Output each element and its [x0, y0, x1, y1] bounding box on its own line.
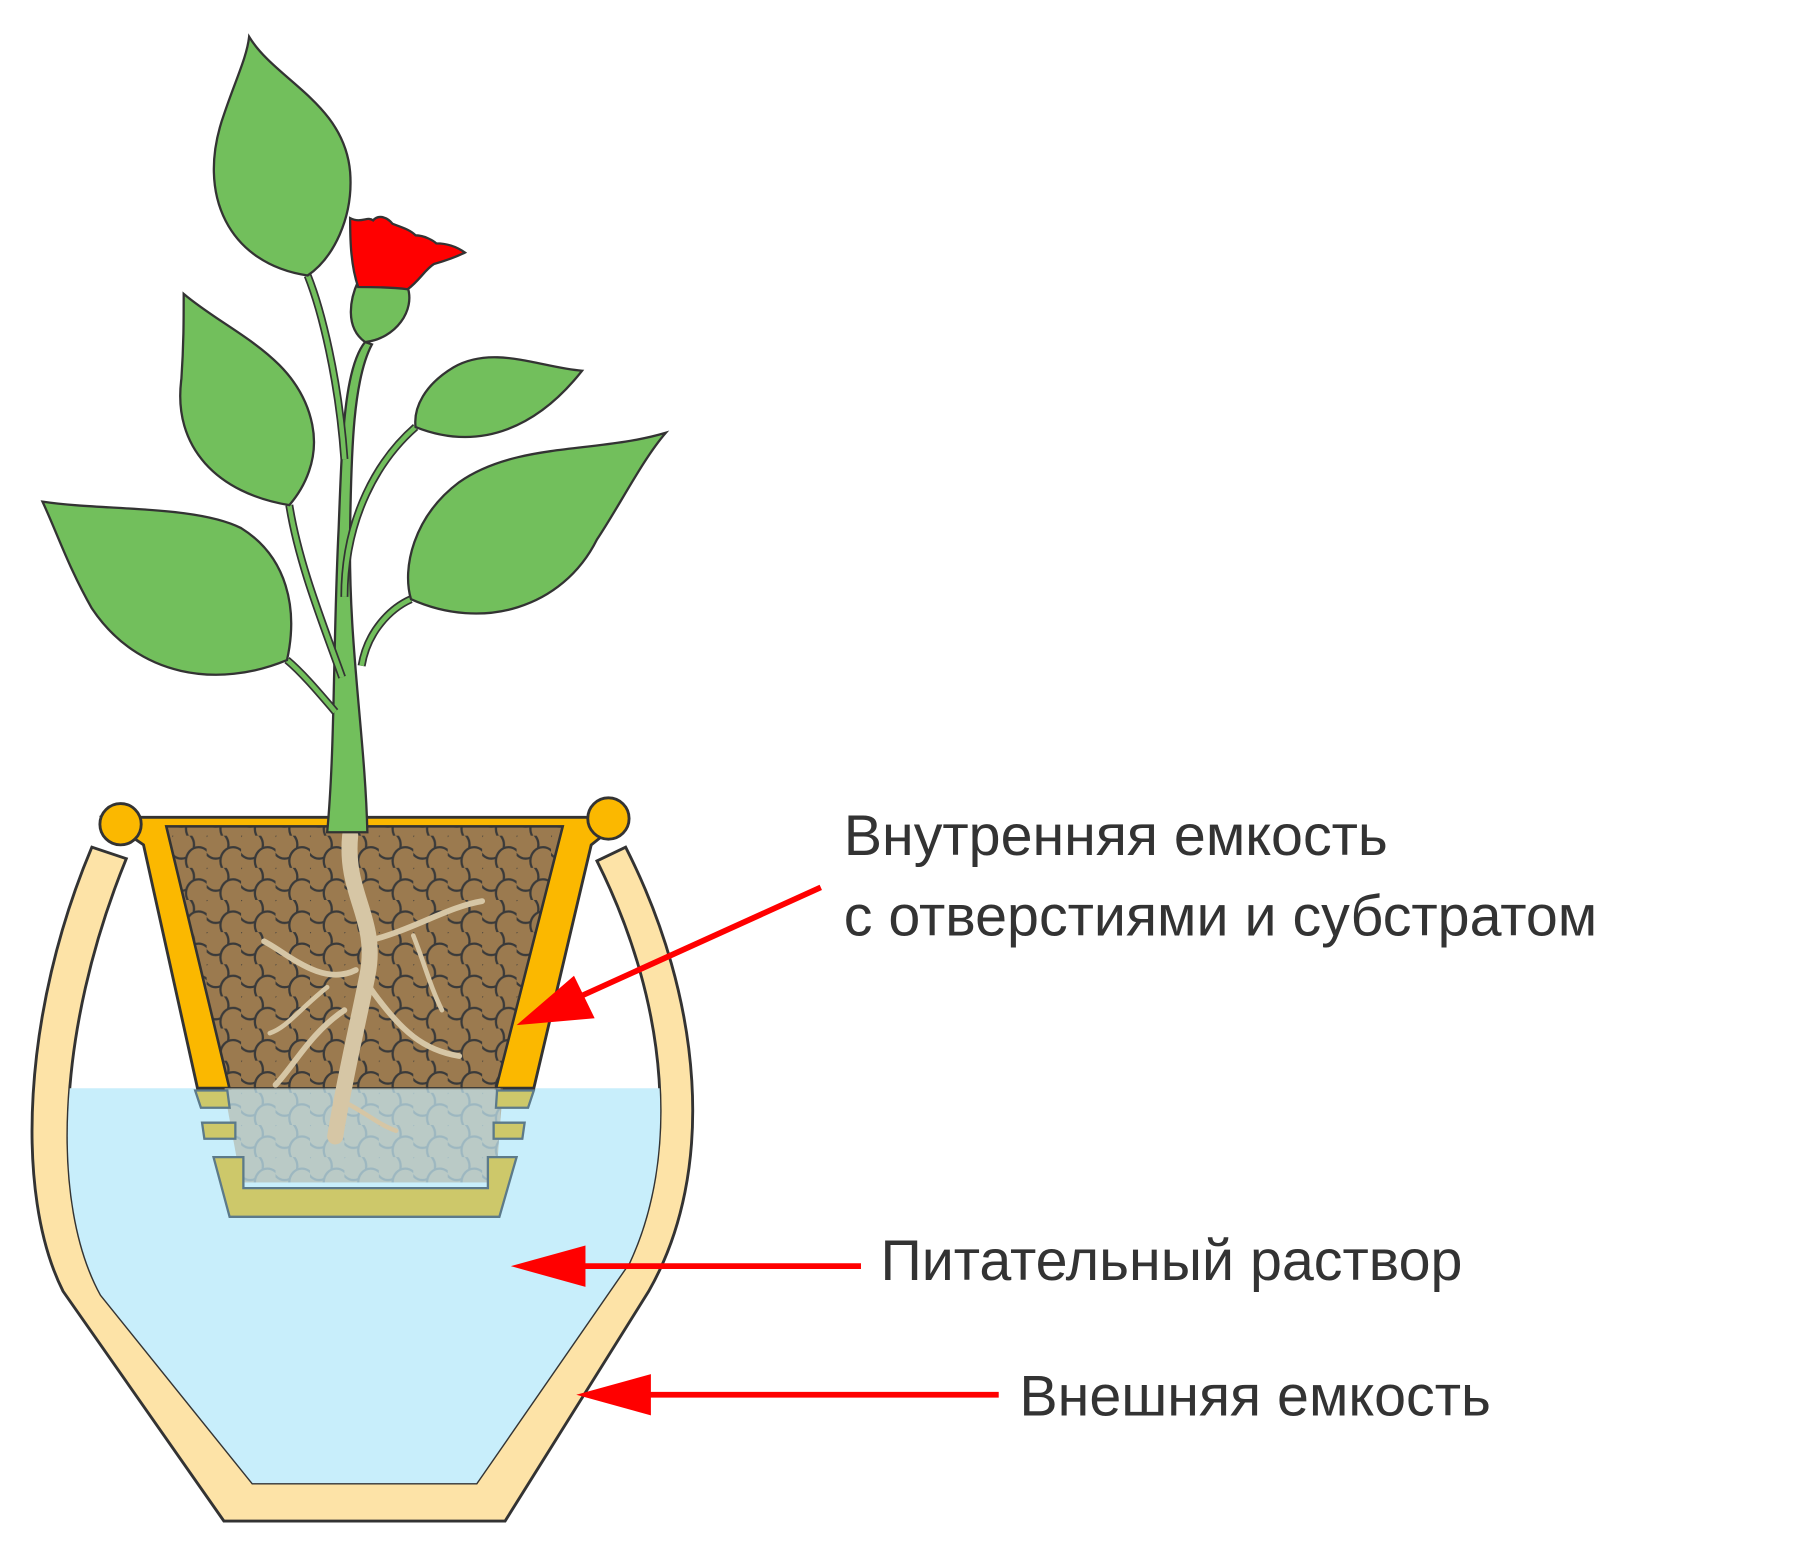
- submerged-substrate: [223, 1088, 503, 1183]
- flower-sepal: [349, 280, 411, 344]
- flower: [348, 215, 468, 291]
- label-outer-container: Внешняя емкость: [1019, 1364, 1491, 1428]
- leaf: [179, 291, 316, 507]
- label-inner-container-line2: с отверстиями и субстратом: [844, 885, 1597, 949]
- label-nutrient-solution: Питательный раствор: [880, 1229, 1462, 1293]
- plant: [40, 33, 670, 834]
- leaf: [40, 500, 293, 676]
- leaf: [212, 33, 352, 277]
- leaf: [414, 356, 585, 439]
- arrow-inner-container: [516, 884, 822, 1026]
- label-inner-container-line1: Внутренняя емкость: [844, 804, 1388, 868]
- roots: [261, 827, 486, 1145]
- arrow-outer-container: [576, 1374, 999, 1416]
- arrow-nutrient-solution: [510, 1245, 861, 1287]
- stem: [325, 340, 374, 834]
- leaf: [407, 430, 670, 615]
- nutrient-solution: [67, 1088, 661, 1484]
